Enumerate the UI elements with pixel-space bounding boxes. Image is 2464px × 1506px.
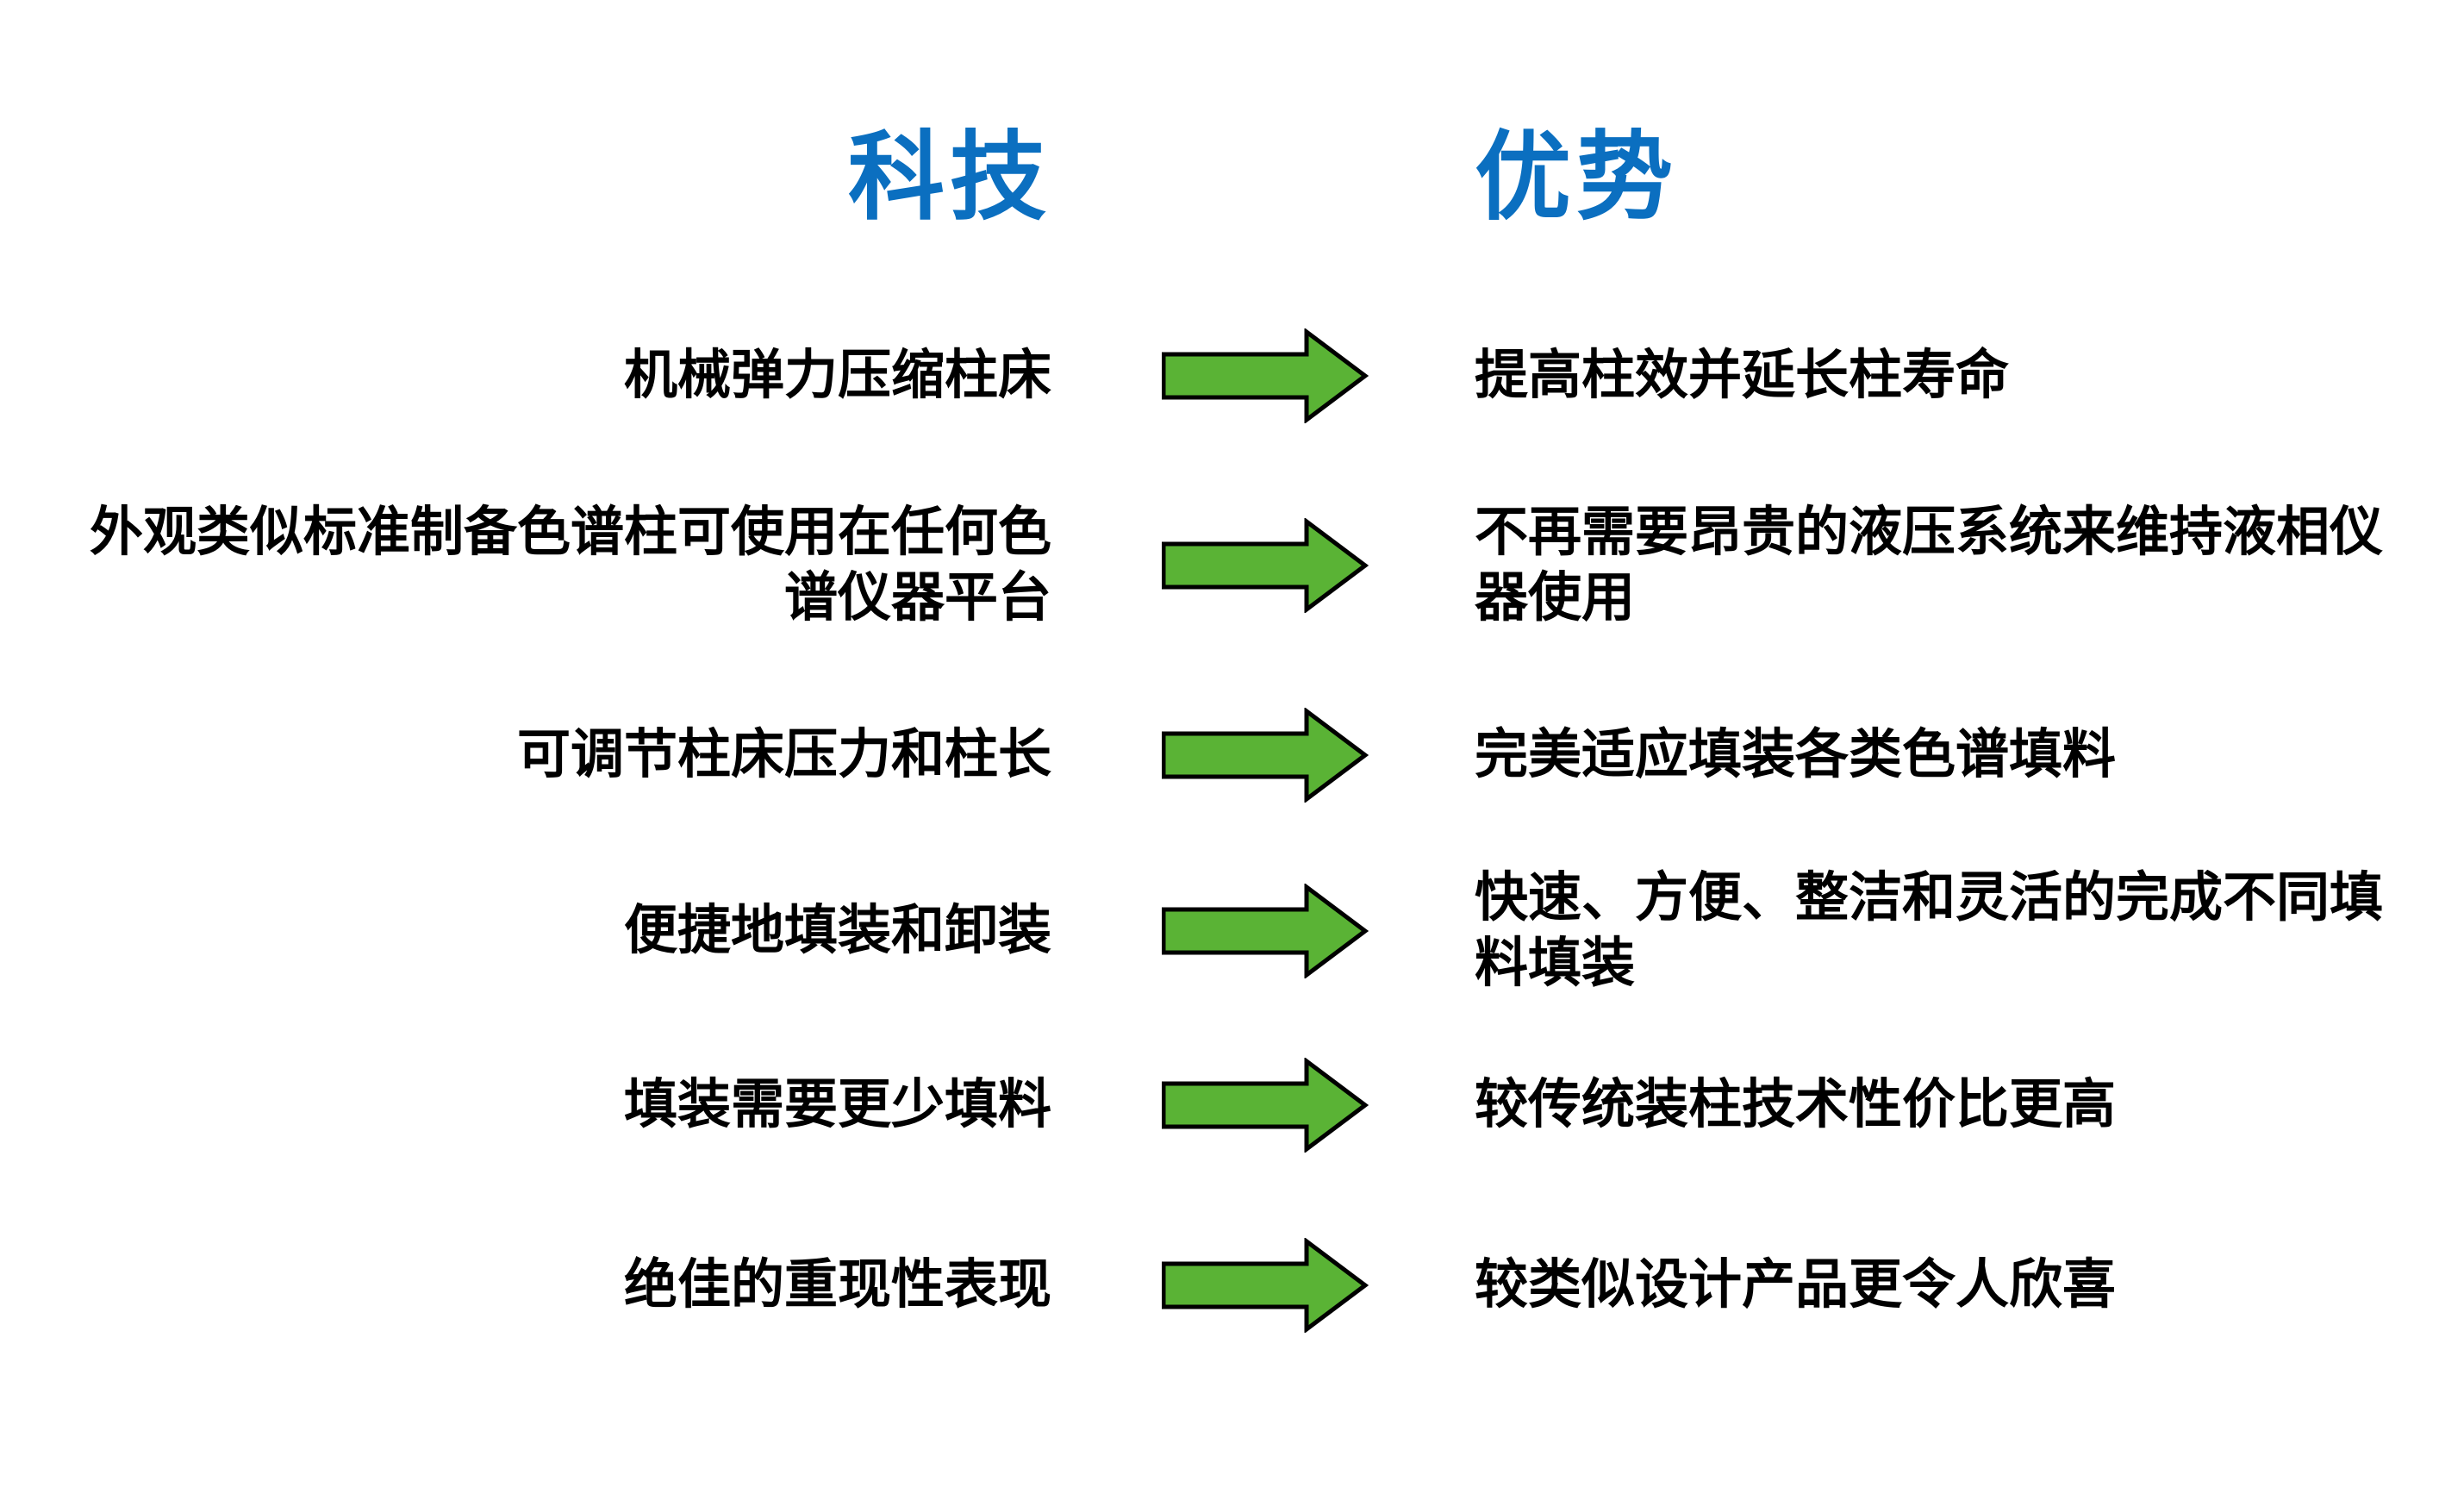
benefit-column-title: 优势	[1475, 123, 1678, 231]
right-arrow-icon	[1162, 1058, 1369, 1153]
header-spacer	[1056, 0, 1475, 284]
arrow-cell	[1056, 467, 1475, 664]
right-arrow-icon	[1162, 328, 1369, 423]
benefit-item: 快速、方便、整洁和灵活的完成不同填料填装	[1475, 868, 2384, 993]
right-arrow-icon	[1162, 1238, 1369, 1333]
arrow-cell	[1056, 846, 1475, 1016]
tech-column-title: 科技	[848, 123, 1051, 231]
tech-item: 外观类似标准制备色谱柱可使用在任何色谱仪器平台	[89, 503, 1051, 628]
arrow-cell	[1056, 664, 1475, 846]
benefit-item: 不再需要昂贵的液压系统来维持液相仪器使用	[1475, 503, 2384, 628]
arrow-cell	[1056, 1016, 1475, 1194]
right-arrow-icon	[1162, 707, 1369, 803]
tech-benefit-diagram: 科技 优势 机械弹力压缩柱床 提高柱效并延长柱寿命 外观类似标准制备色谱柱可使用…	[89, 0, 2384, 1377]
right-arrow-icon	[1162, 884, 1369, 978]
tech-item: 可调节柱床压力和柱长	[516, 724, 1051, 784]
benefit-item: 完美适应填装各类色谱填料	[1475, 724, 2117, 784]
tech-item: 填装需要更少填料	[623, 1075, 1051, 1134]
tech-item: 便捷地填装和卸装	[623, 901, 1051, 960]
arrow-cell	[1056, 1194, 1475, 1377]
arrow-cell	[1056, 284, 1475, 467]
benefit-item: 提高柱效并延长柱寿命	[1475, 346, 2010, 405]
benefit-item: 较类似设计产品更令人欣喜	[1475, 1255, 2117, 1315]
tech-item: 绝佳的重现性表现	[623, 1255, 1051, 1315]
right-arrow-icon	[1162, 518, 1369, 613]
tech-item: 机械弹力压缩柱床	[623, 346, 1051, 405]
benefit-item: 较传统装柱技术性价比更高	[1475, 1075, 2117, 1134]
